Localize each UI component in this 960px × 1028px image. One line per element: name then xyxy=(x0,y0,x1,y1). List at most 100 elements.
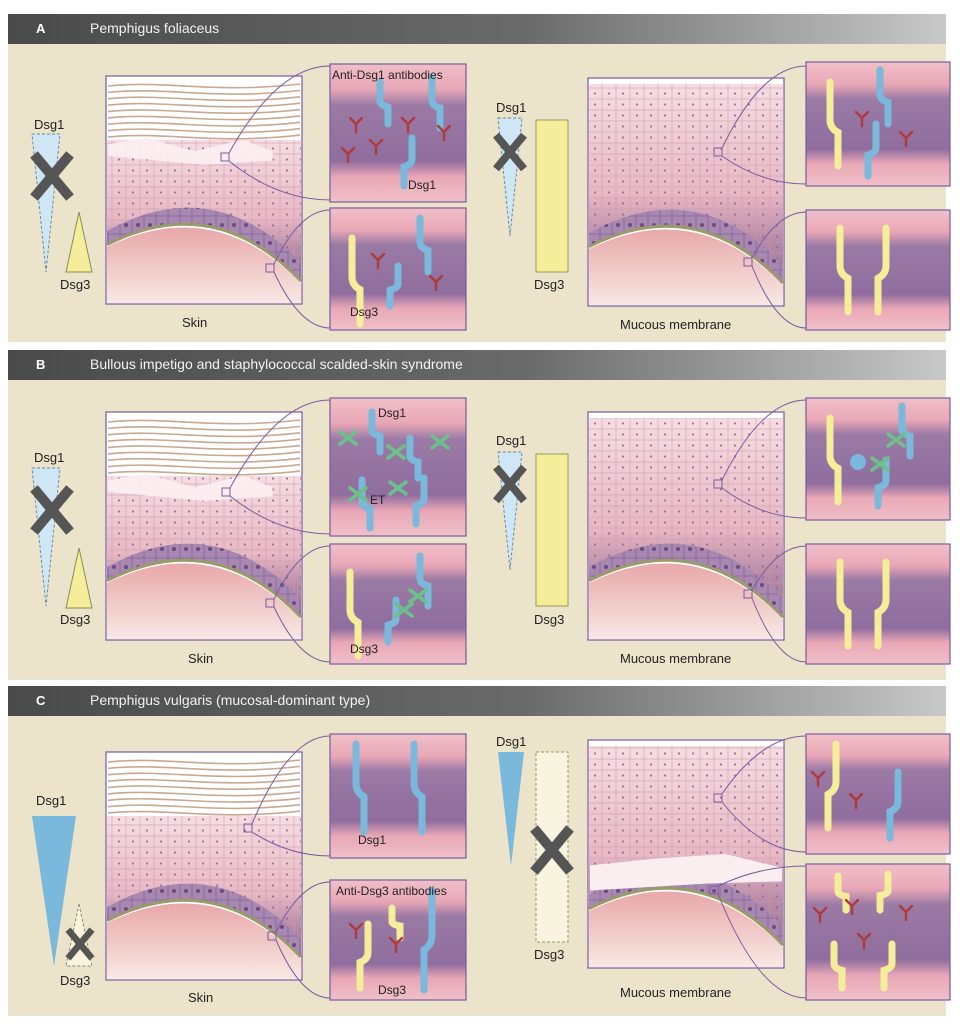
panel-b-skin-dsg1-label: Dsg1 xyxy=(34,450,65,465)
panel-c-mucosa-dsg3-molecule-3 xyxy=(876,870,892,914)
panel-a-dsg3-molecule xyxy=(348,234,364,328)
panel-c-mucosa-zoom-bottom-line-top xyxy=(717,865,807,887)
panel-b-mucosa-dsg3-molecule xyxy=(826,414,842,506)
panel-a-antibody-1 xyxy=(348,116,364,134)
panel-b-skin-tissue-stratum-corneum xyxy=(107,463,301,470)
panel-a-antibody-6 xyxy=(370,252,386,270)
panel-b-zoom-bottom-line-bottom xyxy=(273,606,331,663)
panel-c-mucosa-zoom-top-marker xyxy=(713,793,723,803)
panel-a-inset-bottom xyxy=(329,207,467,331)
panel-c-mucosa-dsg1-triangle xyxy=(498,752,524,866)
panel-b-inset-top xyxy=(329,397,467,537)
panel-a-mucosa-dsg1-label: Dsg1 xyxy=(496,100,527,115)
panel-a-mucosa-zoom-top-marker xyxy=(713,147,723,157)
panel-c-antibody-1 xyxy=(348,922,364,940)
panel-a-dsg1-molecule-3 xyxy=(400,134,416,190)
panel-a-skin-dsg3-label: Dsg3 xyxy=(60,277,91,292)
panel-b-dsg1-molecule-2 xyxy=(406,434,422,482)
panel-a-skin-tissue-stratum-corneum xyxy=(107,134,301,140)
panel-c-mucosa-dsg3-molecule-1 xyxy=(824,740,840,832)
panel-b-mucosa-dsg3-molecule-2 xyxy=(836,558,852,650)
panel-c-mucosa-inset-bottom-frame xyxy=(805,863,951,1001)
panel-a-skin-caption: Skin xyxy=(182,315,208,330)
panel-a-dsg1-molecule-2 xyxy=(428,74,444,132)
panel-b-mucosa-inset-bottom xyxy=(805,543,951,665)
panel-c-skin-tissue-stratum-corneum xyxy=(107,797,301,803)
panel-a-skin-dsg3-triangle xyxy=(65,211,93,273)
panel-a-mucosa-tissue-basement-membrane xyxy=(588,224,785,285)
panel-c-skin-dsg3-label: Dsg3 xyxy=(60,973,91,988)
panel-c-title: Pemphigus vulgaris (mucosal-dominant typ… xyxy=(90,692,371,708)
panel-b-skin-tissue xyxy=(105,411,303,641)
panel-c-dsg1-molecule-3 xyxy=(420,886,436,994)
panel-c-header: C Pemphigus vulgaris (mucosal-dominant t… xyxy=(8,686,946,716)
panel-a-letter: A xyxy=(36,21,46,36)
panel-c-zoom-top-marker xyxy=(243,823,253,833)
panel-a-mucosa-zoom-bottom-line-bottom xyxy=(751,265,807,329)
panel-c-skin-x-mark xyxy=(65,927,95,961)
panel-a-mucosa-dsg1-molecule-2 xyxy=(864,120,880,180)
panel-b-zoom-top-marker xyxy=(221,487,231,497)
panel-a-mucosa-dsg3-bar xyxy=(535,119,569,273)
panel-a-skin-tissue-stratum-corneum xyxy=(107,95,301,102)
panel-a-mucosa-dsg1-triangle xyxy=(497,117,523,237)
panel-a-mucosa-zoom-top-line-bottom xyxy=(721,155,807,185)
panel-c-skin-tissue xyxy=(105,751,303,981)
panel-c-inset-bottom-callout: Dsg3 xyxy=(378,983,407,997)
panel-a-mucosa-caption: Mucous membrane xyxy=(620,317,732,332)
panel-b-dsg1-molecule-3 xyxy=(412,474,428,528)
panel-b-dsg1-molecule-1 xyxy=(368,408,384,456)
panel-a-mucosa-dsg3-molecule-2 xyxy=(836,224,852,316)
panel-c-zoom-bottom-line-top xyxy=(275,881,331,933)
panel-b-zoom-bottom-line-top xyxy=(273,545,331,600)
panel-a-zoom-top-line-bottom xyxy=(228,160,331,201)
panel-a-antibody-2 xyxy=(368,138,384,156)
panel-b-mucosa-dsg1-label: Dsg1 xyxy=(496,433,527,448)
panel-b-mucosa-dsg1-head xyxy=(850,454,866,470)
panel-c-mucosa-antibody-6 xyxy=(844,898,860,916)
panel-b-skin-tissue-stratum-corneum xyxy=(107,425,301,431)
panel-b-zoom-bottom-marker xyxy=(265,598,275,608)
panel-a-zoom-top-line-top xyxy=(228,65,331,154)
panel-b-mucosa-dsg1-molecule-2 xyxy=(874,456,890,510)
panel-a-zoom-bottom-line-bottom xyxy=(273,271,331,329)
panel-c-mucosa-dsg1-label: Dsg1 xyxy=(496,734,527,749)
panel-b-mucosa-zoom-bottom-marker xyxy=(743,589,753,599)
panel-a-inset-top-frame xyxy=(329,63,467,203)
panel-c-mucosa-inset-top xyxy=(805,733,951,855)
panel-a-skin-tissue-basement-membrane xyxy=(106,222,303,283)
panel-a-skin-tissue-dermis xyxy=(107,227,301,303)
panel-a-skin-tissue-stratum-corneum xyxy=(107,108,301,115)
panel-c-inset-bottom xyxy=(329,879,467,1001)
panel-a-mucosa-tissue-dermis xyxy=(589,229,783,305)
panel-b-skin-dsg3-label: Dsg3 xyxy=(60,612,91,627)
panel-b-zoom-top-line-bottom xyxy=(229,495,331,535)
panel-c-inset-top xyxy=(329,733,467,859)
panel-a-antibody-3 xyxy=(400,116,416,134)
panel-b-header: B Bullous impetigo and staphylococcal sc… xyxy=(8,350,946,380)
panel-c-zoom-bottom-line-bottom xyxy=(275,939,331,999)
panel-c-skin-tissue-dermis xyxy=(107,903,301,979)
panel-b-mucosa-zoom-bottom-line-bottom xyxy=(751,597,807,663)
panel-c-mucosa-zoom-top-line-top xyxy=(721,735,807,795)
panel-a-mucosa-dsg3-molecule-3 xyxy=(874,224,890,316)
panel-c-mucosa-antibody-4 xyxy=(856,932,872,950)
panel-b-letter: B xyxy=(36,357,46,372)
panel-c-mucosa-zoom-bottom-line-bottom xyxy=(717,893,807,999)
panel-c-dsg3-molecule-2 xyxy=(388,904,404,942)
panel-c-mucosa-dsg1-molecule xyxy=(886,768,902,842)
panel-b-toxin-2 xyxy=(386,444,406,460)
panel-a-header: A Pemphigus foliaceus xyxy=(8,14,946,44)
panel-b-toxin-3 xyxy=(430,434,450,450)
panel-a-zoom-bottom-line-top xyxy=(273,209,331,265)
panel-b-inset-top-frame xyxy=(329,397,467,537)
panel-a-mucosa-zoom-bottom-line-top xyxy=(751,211,807,259)
panel-b-skin-tissue-basement-membrane xyxy=(106,558,303,619)
panel-c-skin-tissue-stratum-corneum xyxy=(107,771,301,778)
panel-b-toxin-7 xyxy=(394,602,414,618)
panel-b-skin-x-mark xyxy=(30,485,74,535)
panel-a-skin-dsg1-label: Dsg1 xyxy=(34,117,65,132)
panel-a-inset-top-label: Anti-Dsg1 antibodies xyxy=(332,68,443,82)
panel-c-mucosa-antibody-1 xyxy=(810,770,826,788)
